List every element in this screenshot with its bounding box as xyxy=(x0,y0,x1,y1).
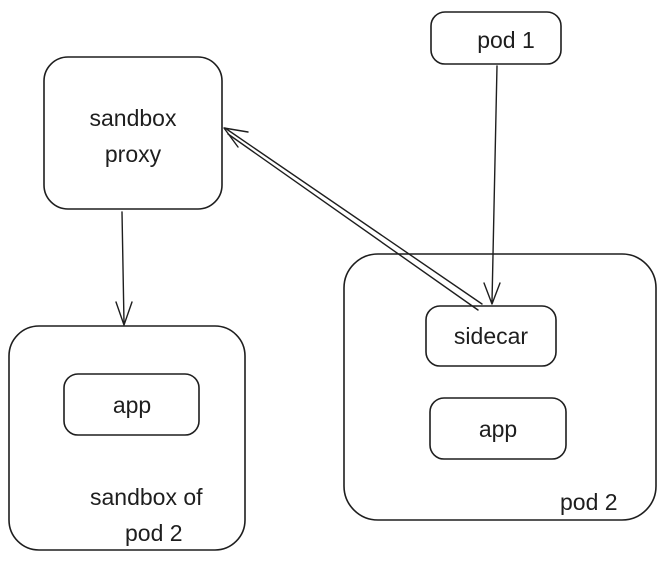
sandbox-of-pod2-box xyxy=(8,325,246,551)
edge-pod1-to-sidecar-arrowhead xyxy=(483,282,501,305)
pod1-label: pod 1 xyxy=(477,27,535,53)
edge-proxy-to-sandbox-line xyxy=(121,211,125,324)
edge-proxy-to-sandbox xyxy=(115,211,133,326)
pod2-app-label: app xyxy=(479,416,517,442)
sandbox-of-pod2-node: app sandbox of pod 2 xyxy=(8,325,246,551)
pod1-node: pod 1 xyxy=(430,11,562,65)
edge-sidecar-to-proxy-line xyxy=(224,127,483,305)
sandbox-app-label: app xyxy=(113,392,151,418)
sandbox-of-pod2-label-line1: sandbox of xyxy=(90,484,203,510)
edge-pod1-to-sidecar xyxy=(483,65,501,305)
pod1-box xyxy=(430,11,562,65)
pod2-box xyxy=(343,253,657,521)
pod2-node: sidecar app pod 2 xyxy=(343,253,657,521)
sandbox-proxy-label-line1: sandbox xyxy=(90,105,177,131)
sandbox-of-pod2-label-line2: pod 2 xyxy=(125,520,183,546)
edge-pod1-to-sidecar-line xyxy=(491,65,498,303)
sandbox-proxy-box xyxy=(43,56,223,210)
sandbox-proxy-label-line2: proxy xyxy=(105,141,162,167)
sidecar-label: sidecar xyxy=(454,323,528,349)
pod2-app-box xyxy=(429,397,567,460)
edge-proxy-to-sandbox-arrowhead xyxy=(115,301,133,326)
sandbox-app-box xyxy=(63,373,200,436)
sidecar-box xyxy=(425,305,557,367)
pod2-label: pod 2 xyxy=(560,489,618,515)
edge-sidecar-to-proxy-arrowhead xyxy=(223,127,249,148)
edge-sidecar-to-proxy xyxy=(223,127,483,311)
edge-sidecar-to-proxy-line-2 xyxy=(227,133,479,311)
sandbox-proxy-node: sandbox proxy xyxy=(43,56,223,210)
